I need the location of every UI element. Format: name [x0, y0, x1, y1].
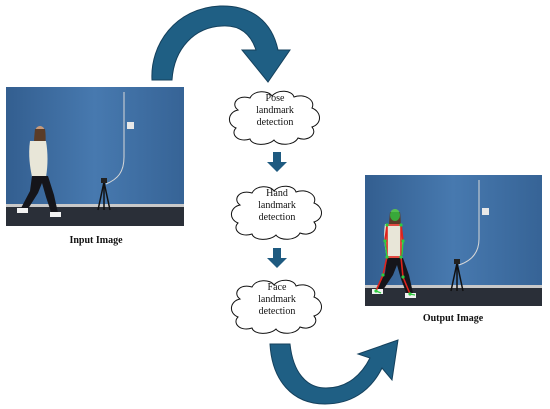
pose-cloud-line-2: landmark [256, 105, 294, 116]
face-cloud-line-2: landmark [258, 294, 296, 305]
input-image-caption: Input Image [69, 235, 123, 246]
face-cloud-line-3: detection [258, 306, 296, 317]
step-arrow-1 [267, 152, 287, 172]
pose-landmark-cloud: Pose landmark detection [224, 88, 326, 146]
face-cloud-line-1: Face [267, 282, 287, 293]
bottom-curved-arrow-shape [269, 339, 399, 405]
output-image-caption: Output Image [422, 313, 484, 324]
hand-landmark-cloud: Hand landmark detection [226, 183, 328, 241]
hand-cloud-line-2: landmark [258, 200, 296, 211]
face-landmark-cloud: Face landmark detection [226, 277, 328, 335]
step-arrow-2 [267, 248, 287, 268]
output-image [365, 175, 542, 306]
input-image [6, 87, 184, 226]
hand-cloud-line-1: Hand [266, 188, 288, 199]
pose-cloud-line-3: detection [256, 117, 294, 128]
hand-cloud-line-3: detection [258, 212, 296, 223]
pose-cloud-line-1: Pose [265, 93, 285, 104]
top-curved-arrow-shape [151, 5, 291, 83]
